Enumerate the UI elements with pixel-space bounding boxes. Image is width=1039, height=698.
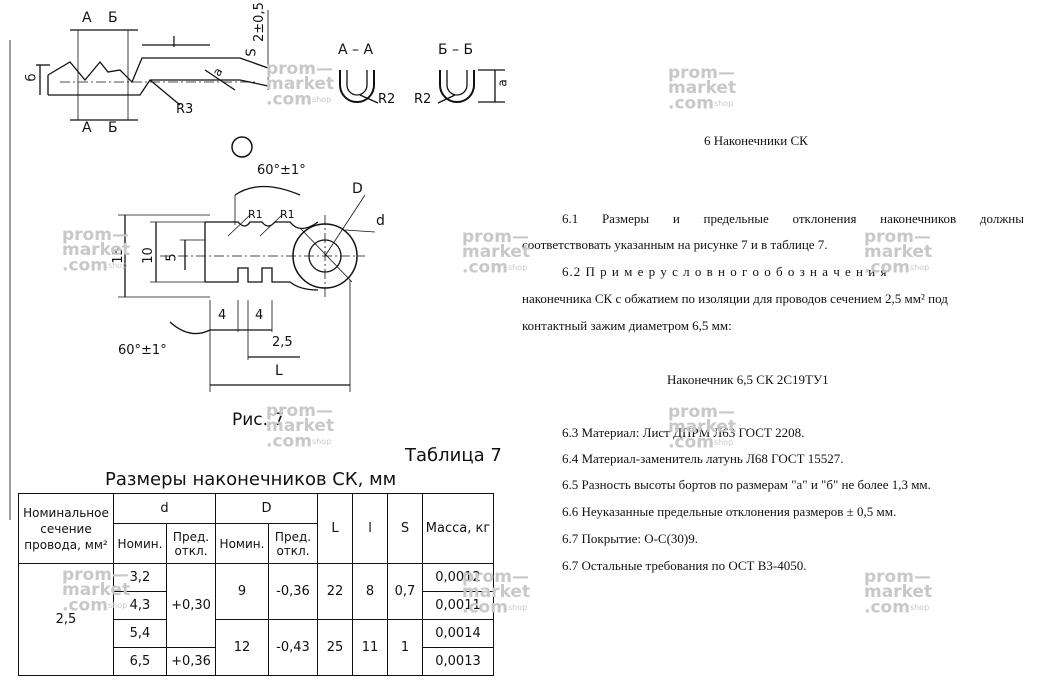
dim-label-4-right: 4 xyxy=(255,308,264,323)
cell-dd-tolerance-1: -0,36 xyxy=(268,563,318,620)
top-view xyxy=(118,185,376,392)
cell-mass-3: 0,0014 xyxy=(422,619,494,648)
watermark-logo: prom—market.comshop xyxy=(462,567,531,618)
cell-d-tolerance-1: +0,30 xyxy=(166,563,216,648)
dim-label-a-section: а xyxy=(495,79,510,87)
cell-d-nominal-2: 4,3 xyxy=(113,591,167,620)
para-6-1-line2: соответствовать указанным на рисунке 7 и… xyxy=(522,237,828,252)
dim-label-4-left: 4 xyxy=(218,308,227,323)
section-heading: 6 Наконечники СК xyxy=(704,133,808,148)
dim-label-r3: R3 xyxy=(176,102,194,117)
header-dd-tolerance: Пред. откл. xyxy=(268,523,318,564)
dim-label-a-top: А xyxy=(82,10,92,26)
para-6-7-coating: 6.7 Покрытие: О-С(30)9. xyxy=(562,531,699,546)
header-dd-nominal: Номин. xyxy=(215,523,269,564)
watermark-logo: prom—market.comshop xyxy=(864,567,933,618)
dim-label-d-inner: d xyxy=(376,213,385,229)
figure-caption: Рис. 7 xyxy=(232,410,285,430)
header-d-tolerance: Пред. откл. xyxy=(166,523,216,564)
para-6-2-line1: 6.2 П р и м е р у с л о в н о г о о б о … xyxy=(562,264,888,279)
header-d-nominal: Номин. xyxy=(113,523,167,564)
designation-example: Наконечник 6,5 СК 2С19ТУ1 xyxy=(667,372,829,387)
header-s: S xyxy=(387,493,423,564)
section-aa-label: А – А xyxy=(338,42,374,58)
watermark-logo: prom—market.comshop xyxy=(62,225,131,276)
header-nominal-section: Номинальное сечение провода, мм² xyxy=(18,493,114,564)
header-l: l xyxy=(352,493,388,564)
cell-d-tolerance-2: +0,36 xyxy=(166,647,216,676)
dim-label-5: 5 xyxy=(164,253,180,262)
cell-dd-nominal-1: 9 xyxy=(215,563,269,620)
para-6-2-line2: наконечника СК с обжатием по изоляции дл… xyxy=(522,291,948,306)
section-bb xyxy=(437,69,505,104)
cell-mass-1: 0,0012 xyxy=(422,563,494,592)
section-bb-label: Б – Б xyxy=(438,42,474,58)
angle-label-bottom: 60°±1° xyxy=(118,343,167,358)
cell-d-nominal-4: 6,5 xyxy=(113,647,167,676)
dim-label-r1-left: R1 xyxy=(248,208,263,221)
cell-s-2: 1 xyxy=(387,619,423,676)
para-6-5: 6.5 Разность высоты бортов по размерам "… xyxy=(562,477,931,492)
dim-label-l-total: L xyxy=(275,363,283,379)
dim-label-r1-right: R1 xyxy=(280,208,295,221)
section-aa xyxy=(339,70,379,104)
header-d-outer: D xyxy=(215,493,318,524)
side-view xyxy=(36,10,269,121)
angle-label-top: 60°±1° xyxy=(257,163,306,178)
cell-mass-4: 0,0013 xyxy=(422,647,494,676)
projection-symbol xyxy=(231,136,253,158)
cell-l-total-2: 25 xyxy=(317,619,353,676)
cell-dd-nominal-2: 12 xyxy=(215,619,269,676)
dim-label-2-5: 2,5 xyxy=(272,335,293,350)
cell-l-total-1: 22 xyxy=(317,563,353,620)
table-label: Таблица 7 xyxy=(405,445,502,466)
header-d: d xyxy=(113,493,216,524)
cell-section: 2,5 xyxy=(18,563,114,676)
dim-label-r2-bb: R2 xyxy=(414,92,432,107)
para-6-1-line1: 6.1 Размеры и предельные отклонения нако… xyxy=(562,211,1024,226)
cell-l-1: 8 xyxy=(352,563,388,620)
dim-label-r2-aa: R2 xyxy=(378,92,396,107)
dim-label-b-bottom: Б xyxy=(108,120,118,136)
cell-s-1: 0,7 xyxy=(387,563,423,620)
watermark-logo: prom—market.comshop xyxy=(266,401,335,452)
watermark-logo: prom—market.comshop xyxy=(462,227,531,278)
cell-mass-2: 0,0011 xyxy=(422,591,494,620)
dimensions-table: Номинальное сечение провода, мм² d D L l… xyxy=(18,493,494,676)
dim-label-d-outer: D xyxy=(352,181,363,197)
watermark-logo: prom—market.comshop xyxy=(62,565,131,616)
dim-label-s: S xyxy=(244,48,260,57)
dim-label-a-bottom: А xyxy=(82,120,92,136)
cell-d-nominal-3: 5,4 xyxy=(113,619,167,648)
dim-label-b-top: Б xyxy=(108,10,118,26)
watermark-logo: prom—market.comshop xyxy=(266,59,335,110)
table-title: Размеры наконечников СК, мм xyxy=(105,469,397,490)
para-6-6: 6.6 Неуказанные предельные отклонения ра… xyxy=(562,504,897,519)
para-6-7-other: 6.7 Остальные требования по ОСТ В3-4050. xyxy=(562,558,807,573)
cell-dd-tolerance-2: -0,43 xyxy=(268,619,318,676)
dim-label-2: 2±0,5 xyxy=(252,2,267,42)
watermark-logo: prom—market.comshop xyxy=(668,402,737,453)
watermark-logo: prom—market.comshop xyxy=(864,227,933,278)
cell-l-2: 11 xyxy=(352,619,388,676)
para-6-4: 6.4 Материал-заменитель латунь Л68 ГОСТ … xyxy=(562,451,844,466)
dim-label-b-side: б xyxy=(24,73,40,82)
para-6-3: 6.3 Материал: Лист ДПРМ Л63 ГОСТ 2208. xyxy=(562,425,805,440)
dim-label-l: l xyxy=(172,35,176,51)
cell-d-nominal-1: 3,2 xyxy=(113,563,167,592)
header-l-total: L xyxy=(317,493,353,564)
watermark-logo: prom—market.comshop xyxy=(668,63,737,114)
para-6-2-line3: контактный зажим диаметром 6,5 мм: xyxy=(522,318,732,333)
header-mass: Масса, кг xyxy=(422,493,494,564)
dim-label-10: 10 xyxy=(140,247,156,264)
